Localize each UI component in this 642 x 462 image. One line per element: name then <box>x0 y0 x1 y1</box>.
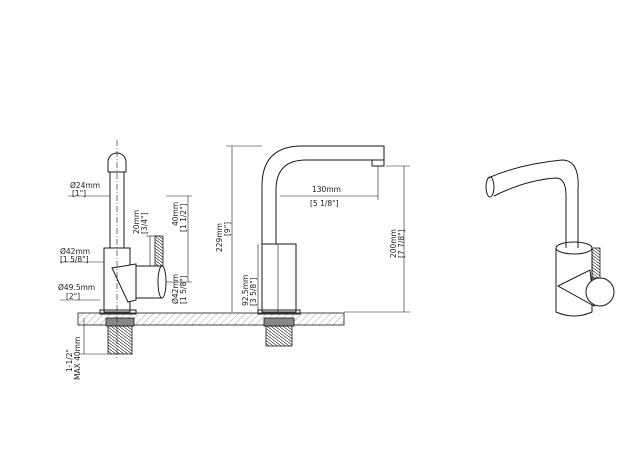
dim-reach130-in: [5 1/8"] <box>310 199 339 208</box>
dim-h925-in: [3 5/8"] <box>249 277 258 306</box>
dim-h40-in: [1 1/2"] <box>179 203 188 232</box>
dim-d24-in: [1"] <box>72 189 86 198</box>
dim-h200-in: [7 7/8"] <box>397 229 406 258</box>
dim-max40: MAX 40mm <box>73 337 82 380</box>
dim-d24: Ø24mm <box>70 181 100 190</box>
dim-h20: 20mm <box>132 210 141 234</box>
side-view <box>257 145 385 347</box>
front-view <box>99 140 167 360</box>
front-dimension-lines <box>60 195 192 355</box>
dim-reach130: 130mm <box>312 185 341 194</box>
dim-h20-in: [3/4"] <box>140 213 149 234</box>
dim-side-d42-in: [1 5/8"] <box>179 275 188 304</box>
dim-h229-in: [9"] <box>223 222 232 236</box>
side-dimension-lines <box>226 145 410 313</box>
dim-h40: 40mm <box>171 202 180 226</box>
dim-h200: 200mm <box>389 229 398 258</box>
perspective-view <box>485 159 615 317</box>
dim-side-d42: Ø42mm <box>171 274 180 304</box>
dim-d42-in: [1 5/8"] <box>60 255 89 264</box>
dim-d42: Ø42mm <box>60 247 90 256</box>
dim-h925: 92.5mm <box>241 275 250 306</box>
dim-thread: 1-1/2" <box>65 349 74 372</box>
dim-d495: Ø49.5mm <box>58 283 95 292</box>
dim-h229: 229mm <box>215 223 224 252</box>
dim-d495-in: [2"] <box>66 292 80 301</box>
